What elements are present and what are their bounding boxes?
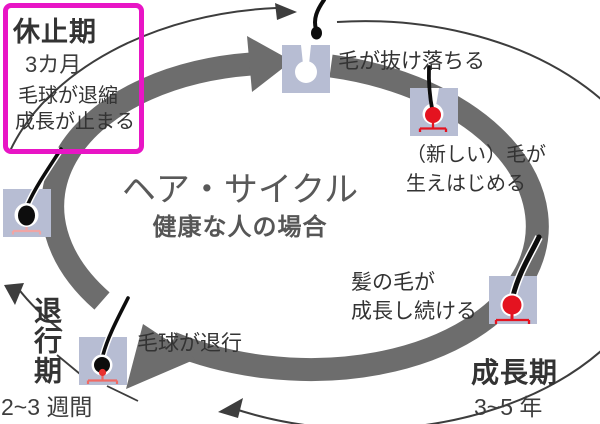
annotation-bulb-regresses: 毛球が退行: [137, 332, 242, 355]
regression-phase-name: 退行期: [31, 296, 62, 386]
cycle-band-arrowhead-top: [247, 36, 292, 92]
annotation-keeps-growing-line1: 髪の毛が: [351, 271, 435, 294]
annotation-new-hair-line2: 生えはじめる: [406, 173, 526, 195]
resting-phase-note-1: 毛球が退縮: [18, 85, 118, 107]
detached-hair: [313, 0, 326, 31]
follicle-growing-hair-icon: [489, 234, 543, 324]
growth-phase-duration: 3~5 年: [474, 394, 543, 420]
follicle-new-hair-icon: [410, 65, 458, 136]
regression-leader-line-2: [106, 385, 139, 402]
regression-leader-line: [56, 354, 81, 375]
annotation-hair-falls-out: 毛が抜け落ちる: [338, 50, 485, 73]
cycle-band-arrowhead-bottom-left: [126, 324, 196, 389]
outer-arrow-right-bottom-arc: [231, 20, 600, 424]
outer-arrow-bottom-arrowhead: [218, 398, 243, 418]
growth-phase-name: 成長期: [471, 357, 559, 388]
diagram-title: ヘア・サイクル: [121, 171, 359, 209]
annotation-keeps-growing-line2: 成長し続ける: [351, 300, 477, 323]
leader-lines: [56, 354, 139, 402]
follicle-empty-icon: [282, 0, 330, 93]
outer-arrow-top-arrowhead: [275, 3, 297, 20]
outer-arrow-left-arrowhead: [4, 283, 24, 305]
follicle-regressing-icon: [79, 296, 131, 385]
outer-direction-arrows: [4, 3, 600, 424]
resting-phase-note-2: 成長が止まる: [15, 111, 135, 133]
annotation-new-hair: （新しい）毛が 生えはじめる: [406, 141, 546, 199]
regression-phase-duration: 2~3 週間: [1, 394, 93, 420]
resting-phase-name: 休止期: [13, 17, 97, 47]
resting-phase-duration: 3カ月: [25, 52, 82, 77]
outer-arrow-top-arc: [9, 7, 277, 152]
diagram-subtitle: 健康な人の場合: [152, 214, 328, 241]
follicle-club-hair-icon: [3, 147, 64, 237]
annotation-keeps-growing: 髪の毛が 成長し続ける: [351, 268, 477, 326]
resting-phase-highlight-box: 休止期 3カ月 毛球が退縮 成長が止まる: [3, 3, 144, 154]
annotation-new-hair-line1: （新しい）毛が: [406, 144, 546, 166]
